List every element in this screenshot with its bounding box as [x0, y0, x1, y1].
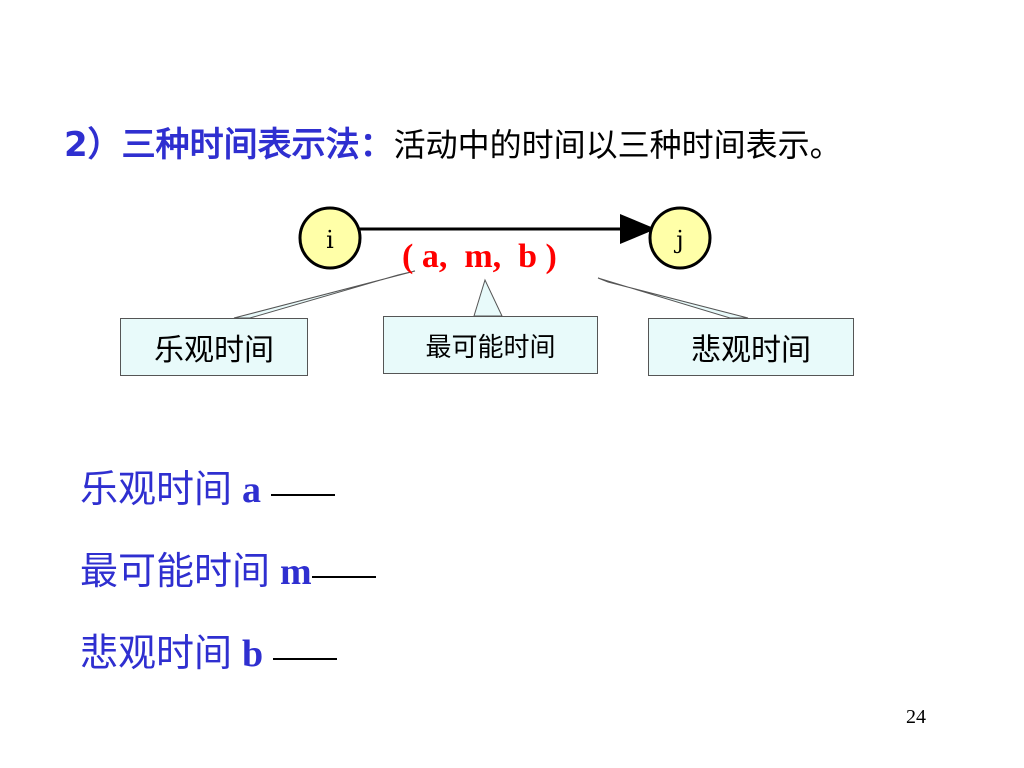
node-j-label: j	[676, 226, 684, 254]
node-j-circle	[648, 206, 712, 270]
definition-label: 最可能时间	[80, 549, 271, 593]
node-i-circle	[298, 206, 362, 270]
node-i-label: i	[326, 226, 334, 254]
time-triple: ( a, m, b )	[402, 238, 557, 275]
definition-symbol: a	[242, 469, 262, 511]
callout-pessimistic	[597, 277, 749, 319]
heading-paragraph: 2）三种时间表示法：活动中的时间以三种时间表示。	[64, 122, 954, 168]
section-description: 活动中的时间以三种时间表示。	[393, 126, 842, 164]
page-number: 24	[906, 706, 926, 728]
definition-label: 悲观时间	[80, 631, 233, 675]
box-optimistic-time: 乐观时间	[120, 318, 308, 376]
section-title: 2）三种时间表示法：	[64, 125, 394, 165]
definition-symbol: m	[280, 551, 312, 593]
definition-dash	[311, 576, 376, 578]
callout-most-likely	[473, 278, 503, 317]
definition-symbol: b	[242, 633, 264, 675]
definition-dash	[273, 658, 338, 660]
box-most-likely-time: 最可能时间	[383, 316, 598, 374]
box-pessimistic-time: 悲观时间	[648, 318, 854, 376]
definition-label: 乐观时间	[80, 467, 233, 511]
definition-dash	[271, 494, 336, 496]
callout-optimistic	[233, 270, 416, 319]
